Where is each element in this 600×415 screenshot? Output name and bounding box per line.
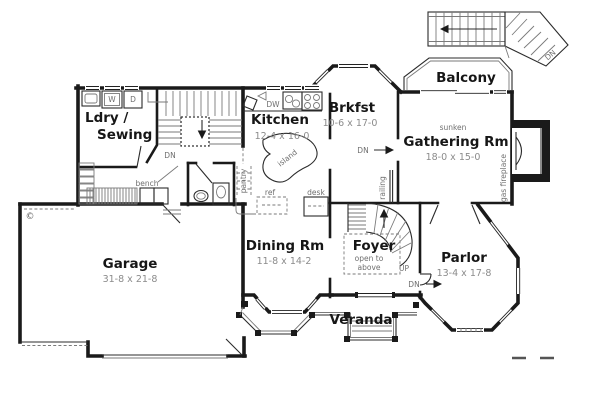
balcony-label: Balcony [436,70,496,86]
dryer [123,90,143,109]
balcony [403,57,513,90]
open-to-above-outline [343,233,401,275]
gathering-details [374,145,481,225]
exterior-stair [427,11,569,67]
dining-label: Dining Rm [246,238,325,254]
laundry-counter [147,92,168,103]
ldry-sewing-label-1: Ldry / [85,110,128,126]
veranda-steps [352,320,392,332]
garage-side-door-swing [225,338,243,356]
foyer-staircase [343,202,413,275]
bath-sink [216,185,226,199]
ref-label: ref [265,188,276,197]
gas-fireplace-label: gas fireplace [499,154,508,202]
garage-details [24,204,243,356]
refrigerator [256,196,288,215]
garage-dims: 31-8 x 21-8 [103,274,158,285]
corner-sink [242,95,258,111]
windows [85,62,522,359]
closet-and-bench [78,162,179,205]
ldry-sewing-label-2: Sewing [97,127,152,143]
hanging-rod [86,187,138,205]
parlor-dims: 13-4 x 17-8 [437,268,492,279]
washer [101,90,123,109]
balcony-sliding-door [421,90,489,94]
pantry-shelves [236,166,252,196]
railing-label: railing [378,176,387,200]
kitchen-label: Kitchen [251,112,309,128]
laundry-sink [81,90,101,107]
gathering-label: Gathering Rm [403,134,508,150]
front-door [357,291,393,299]
labels: Ldry / Sewing Kitchen 12-4 x 16-0 Brkfst… [26,48,558,328]
parlor-label: Parlor [441,250,487,266]
dn-main-stair-label: DN [164,151,175,160]
veranda [236,301,419,342]
garage-label: Garage [103,256,158,272]
dryer-label: D [130,95,136,104]
washer-label: W [108,95,116,104]
foyer-note-1: open to [355,254,384,263]
gathering-dims: 18-0 x 15-0 [426,152,481,163]
kitchen-fixtures [235,91,329,217]
veranda-label: Veranda [329,312,392,328]
powder-room [193,163,230,206]
copyright-mark: © [26,212,35,222]
toilet [193,189,209,203]
laundry-door [136,145,142,168]
railing-line [389,170,394,203]
parlor-french-door-swings [429,204,481,225]
desk-label: desk [307,188,325,197]
pantry-label: pantry [239,168,248,193]
dn-parlor-label: DN [408,280,419,289]
island-counter [262,132,318,183]
bath-door-swing [195,163,213,184]
sunken-note: sunken [440,123,467,132]
bench-label: bench [135,179,158,188]
foyer-label: Foyer [353,238,396,254]
vanity [212,182,230,206]
brkfst-dims: 10-6 x 17-0 [323,118,378,129]
desk-unit [303,196,329,217]
range [301,91,323,111]
foyer-note-2: above [358,263,381,272]
dn-gathering-label: DN [357,146,368,155]
main-staircase [136,91,242,168]
dining-dims: 11-8 x 14-2 [257,256,312,267]
brkfst-label: Brkfst [329,100,376,116]
kitchen-dims: 12-4 x 16-0 [255,131,310,142]
up-label: UP [399,264,409,273]
dishwasher-label: DW [266,100,280,109]
laundry-fixtures [81,90,168,109]
gas-fireplace [512,120,550,182]
parlor-details [419,273,443,289]
